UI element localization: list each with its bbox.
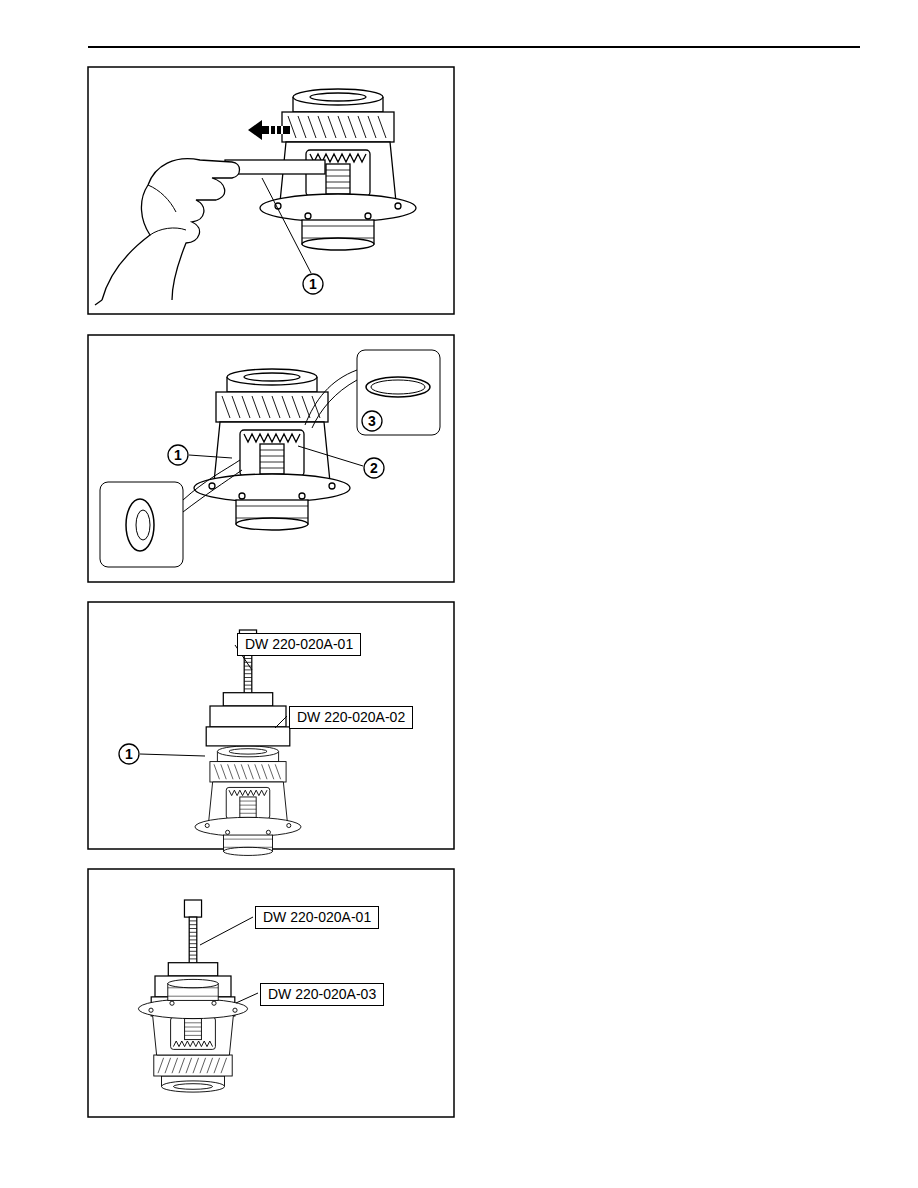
tool-number: DW 220-020A-02 [297,709,405,725]
callout-number: 2 [364,458,384,478]
tool-label-box: DW 220-020A-02 [289,706,413,729]
tool-number: DW 220-020A-01 [263,909,371,925]
callout-number: 1 [119,744,139,764]
callout-number: 3 [362,411,382,431]
tool-label-box: DW 220-020A-01 [255,906,379,929]
tool-number: DW 220-020A-01 [245,636,353,652]
callout-number: 1 [303,274,323,294]
tool-label-box: DW 220-020A-03 [260,983,384,1006]
tool-label-box: DW 220-020A-01 [237,633,361,656]
callout-number: 1 [168,445,188,465]
tool-number: DW 220-020A-03 [268,986,376,1002]
